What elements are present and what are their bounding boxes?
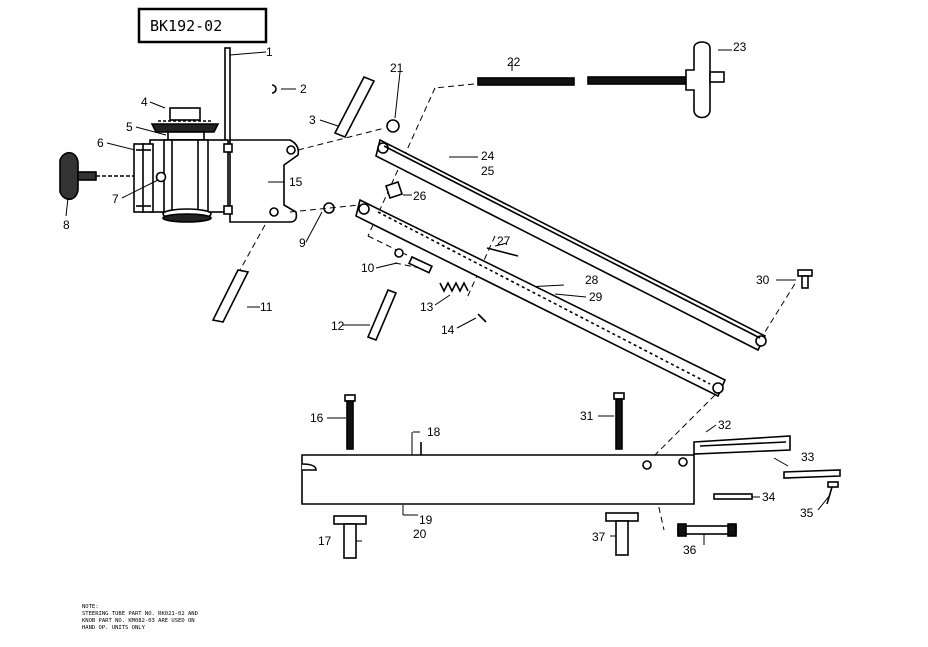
callout-labels: 1 2 3 4 5 6 7 8 9 10 11 12 13 14 15 16 1…	[63, 40, 815, 557]
callout-10: 10	[361, 261, 375, 275]
callout-11: 11	[260, 300, 273, 314]
part-32-plate	[693, 435, 791, 455]
callout-20: 20	[413, 527, 427, 541]
part-2-clip	[271, 84, 277, 94]
callout-4: 4	[141, 95, 148, 109]
callout-12: 12	[331, 319, 345, 333]
part-16-bolt	[344, 394, 356, 450]
callout-27: 27	[497, 234, 511, 248]
callout-8: 8	[63, 218, 70, 232]
part-26-clamp	[384, 180, 404, 200]
part-19-base-bar	[301, 454, 695, 505]
callout-7: 7	[112, 192, 119, 206]
handle-assembly	[355, 41, 813, 398]
part-3-arm	[333, 75, 376, 139]
callout-24: 24	[481, 149, 495, 163]
callout-5: 5	[126, 120, 133, 134]
part-7-bolt	[155, 171, 167, 183]
callout-9: 9	[299, 236, 306, 250]
part-33-rod	[783, 469, 841, 479]
part-17-wheel	[333, 515, 367, 559]
part-8-knob	[59, 151, 134, 201]
note-block: NOTE: STEERING TUBE PART NO. RK021-02 AN…	[82, 604, 282, 632]
part-35-pin	[826, 481, 839, 505]
part-4-gear	[150, 107, 220, 133]
callout-25: 25	[481, 164, 495, 178]
callout-16: 16	[310, 411, 324, 425]
note-heading: NOTE:	[82, 604, 99, 610]
callout-30: 30	[756, 273, 770, 287]
diagram-id: BK192-02	[150, 17, 222, 35]
callout-28: 28	[585, 273, 599, 287]
part-37-wheel	[605, 512, 639, 556]
callout-35: 35	[800, 506, 814, 520]
callout-15: 15	[289, 175, 303, 189]
part-27-pin	[486, 247, 519, 257]
callout-19: 19	[419, 513, 433, 527]
part-30-bolt	[797, 269, 813, 289]
callout-6: 6	[97, 136, 104, 150]
part-21-nut	[386, 119, 400, 133]
base-assembly	[301, 392, 841, 559]
callout-18: 18	[427, 425, 441, 439]
part-36-pin	[677, 523, 737, 537]
callout-23: 23	[733, 40, 747, 54]
part-34-pin	[713, 493, 753, 500]
note-line-1: STEERING TUBE PART NO. RK021-02 AND	[82, 611, 198, 617]
part-1-rod	[224, 47, 231, 149]
part-12-pin	[366, 288, 398, 342]
steering-head-assembly	[59, 47, 400, 323]
callout-2: 2	[300, 82, 307, 96]
note-line-3: HAND OP. UNITS ONLY	[82, 625, 145, 631]
callout-32: 32	[718, 418, 732, 432]
callout-21: 21	[390, 61, 404, 75]
callout-37: 37	[592, 530, 606, 544]
callout-14: 14	[441, 323, 455, 337]
part-5-sleeve	[167, 131, 205, 141]
part-10-bolt	[394, 248, 434, 274]
part-6-bracket	[133, 143, 154, 213]
part-24-upper-bar	[375, 138, 767, 352]
callout-34: 34	[762, 490, 776, 504]
callout-29: 29	[589, 290, 603, 304]
part-23-t-handle	[685, 41, 725, 119]
part-15-housing	[223, 139, 300, 223]
callout-3: 3	[309, 113, 316, 127]
callout-1: 1	[266, 45, 273, 59]
part-14-pin	[477, 313, 487, 323]
leader-lines	[65, 49, 831, 545]
part-22-threaded-rod	[477, 77, 575, 86]
note-line-2: KNOB PART NO. KM082-03 ARE USED ON	[82, 618, 195, 624]
diagram-id-box: BK192-02	[137, 7, 268, 44]
part-11-pin	[211, 269, 250, 323]
part-28-lower-bar	[355, 198, 727, 398]
callout-33: 33	[801, 450, 815, 464]
callout-36: 36	[683, 543, 697, 557]
callout-26: 26	[413, 189, 427, 203]
callout-13: 13	[420, 300, 434, 314]
callout-31: 31	[580, 409, 594, 423]
part-13-spring	[439, 281, 469, 293]
callout-17: 17	[318, 534, 332, 548]
callout-22: 22	[507, 55, 521, 69]
part-31-bolt	[613, 392, 625, 450]
